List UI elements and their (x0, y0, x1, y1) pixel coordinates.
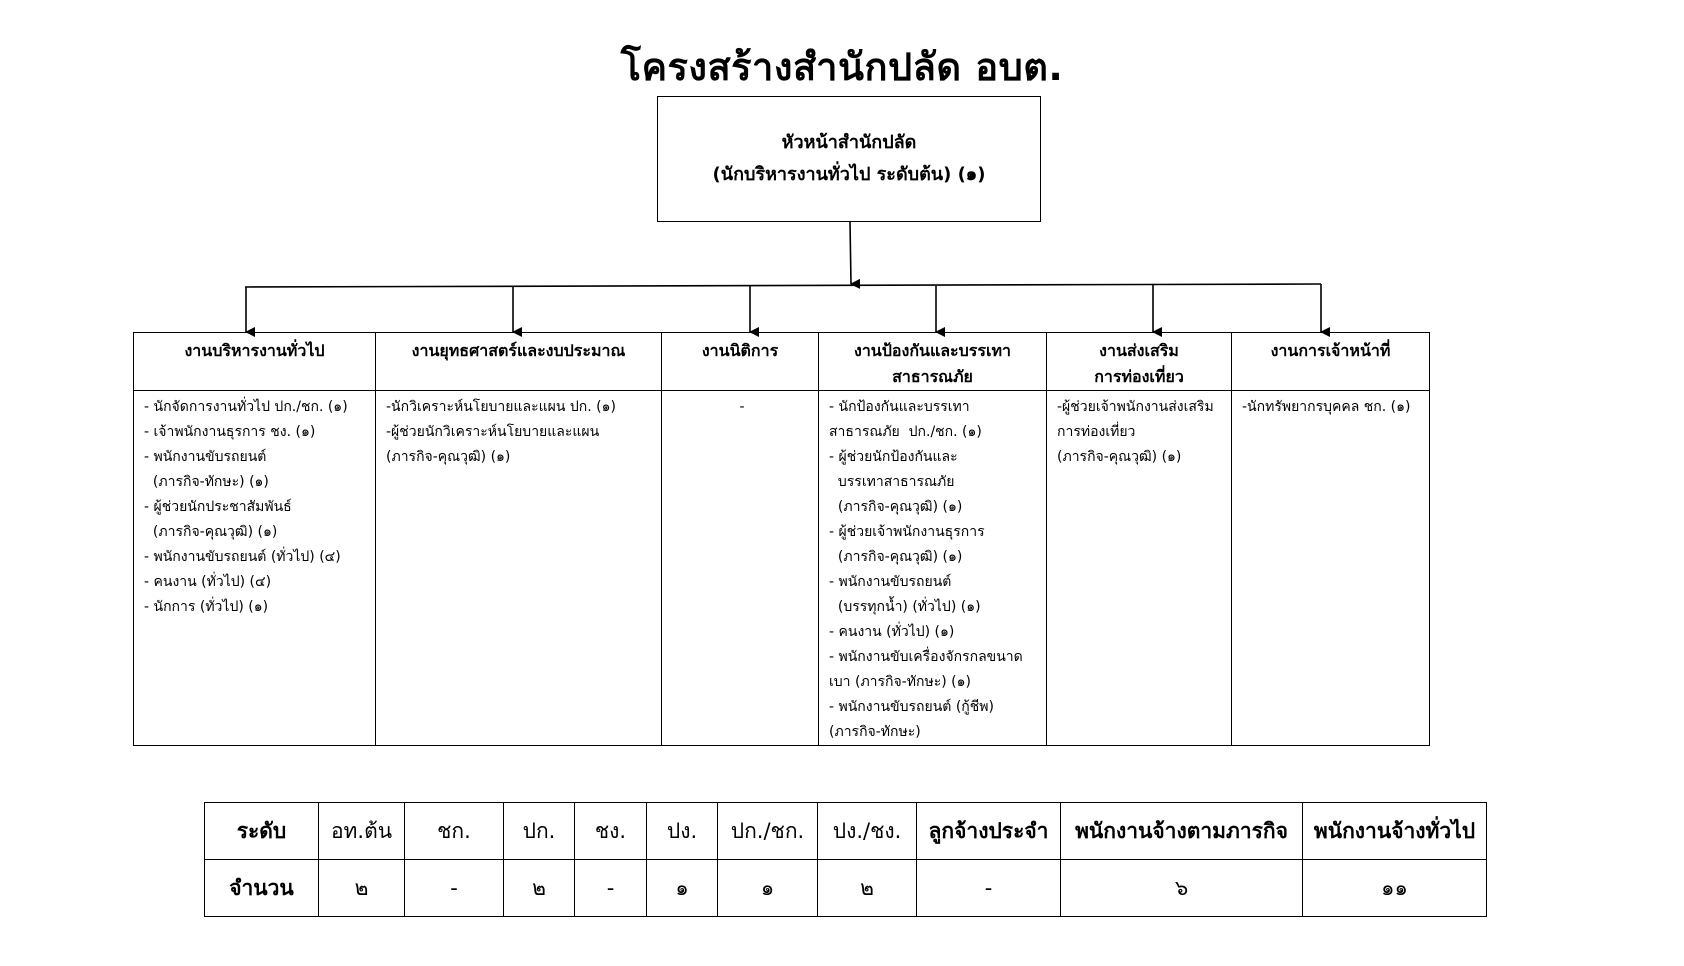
summary-count-label: จำนวน (204, 859, 319, 917)
summary-level-label: ระดับ (204, 802, 319, 860)
summary-level-row: ระดับ อท.ต้น ชก. ปก. ชง. ปง. ปก./ชก. ปง.… (204, 802, 1487, 860)
division-table: งานบริหารงานทั่วไป งานยุทธศาสตร์และงบประ… (133, 332, 1430, 746)
summary-count-cell: ๑ (646, 859, 718, 917)
summary-count-cell: - (916, 859, 1061, 917)
head-position: (นักบริหารงานทั่วไป ระดับต้น) (๑) (712, 164, 986, 185)
summary-level-cell: ปง. (646, 802, 718, 860)
summary-level-cell: ชง. (574, 802, 647, 860)
division-header-strategy-budget: งานยุทธศาสตร์และงบประมาณ (375, 332, 662, 391)
head-title: หัวหน้าสำนักปลัด (781, 132, 917, 153)
summary-level-cell: ปง./ชง. (817, 802, 917, 860)
summary-count-cell: ๒ (318, 859, 405, 917)
summary-count-row: จำนวน ๒ - ๒ - ๑ ๑ ๒ - ๖ ๑๑ (204, 859, 1487, 917)
division-staff-tourism: -ผู้ช่วยเจ้าพนักงานส่งเสริม การท่องเที่ย… (1046, 390, 1232, 746)
summary-level-cell: ปก. (503, 802, 575, 860)
summary-level-cell: พนักงานจ้างตามภารกิจ (1060, 802, 1303, 860)
summary-level-cell: พนักงานจ้างทั่วไป (1302, 802, 1487, 860)
summary-count-cell: - (574, 859, 647, 917)
summary-level-cell: ปก./ชก. (717, 802, 818, 860)
summary-count-cell: ๑๑ (1302, 859, 1487, 917)
division-header-general-admin: งานบริหารงานทั่วไป (133, 332, 376, 391)
summary-count-cell: - (404, 859, 504, 917)
summary-count-cell: ๒ (817, 859, 917, 917)
page-title: โครงสร้างสำนักปลัด อบต. (620, 45, 1064, 89)
staff-summary-table: ระดับ อท.ต้น ชก. ปก. ชง. ปง. ปก./ชก. ปง.… (204, 802, 1487, 917)
division-staff-legal: - (661, 390, 819, 746)
division-header-disaster-prevention: งานป้องกันและบรรเทา สาธารณภัย (818, 332, 1047, 391)
division-header-personnel: งานการเจ้าหน้าที่ (1231, 332, 1430, 391)
division-header-row: งานบริหารงานทั่วไป งานยุทธศาสตร์และงบประ… (133, 332, 1430, 391)
summary-count-cell: ๒ (503, 859, 575, 917)
summary-level-cell: อท.ต้น (318, 802, 405, 860)
division-staff-general-admin: - นักจัดการงานทั่วไป ปก./ชก. (๑) - เจ้าพ… (133, 390, 376, 746)
summary-level-cell: ชก. (404, 802, 504, 860)
summary-level-cell: ลูกจ้างประจำ (916, 802, 1061, 860)
division-staff-disaster-prevention: - นักป้องกันและบรรเทา สาธารณภัย ปก./ชก. … (818, 390, 1047, 746)
head-of-office-box: หัวหน้าสำนักปลัด (นักบริหารงานทั่วไป ระด… (657, 96, 1041, 222)
division-staff-strategy-budget: -นักวิเคราะห์นโยบายและแผน ปก. (๑) -ผู้ช่… (375, 390, 662, 746)
summary-count-cell: ๑ (717, 859, 818, 917)
head-connector-line (849, 221, 861, 289)
division-header-legal: งานนิติการ (661, 332, 819, 391)
horizontal-bus-line (244, 283, 1322, 288)
summary-count-cell: ๖ (1060, 859, 1303, 917)
division-header-tourism: งานส่งเสริม การท่องเที่ยว (1046, 332, 1232, 391)
division-staff-personnel: -นักทรัพยากรบุคคล ชก. (๑) (1231, 390, 1430, 746)
division-staff-row: - นักจัดการงานทั่วไป ปก./ชก. (๑) - เจ้าพ… (133, 390, 1430, 746)
